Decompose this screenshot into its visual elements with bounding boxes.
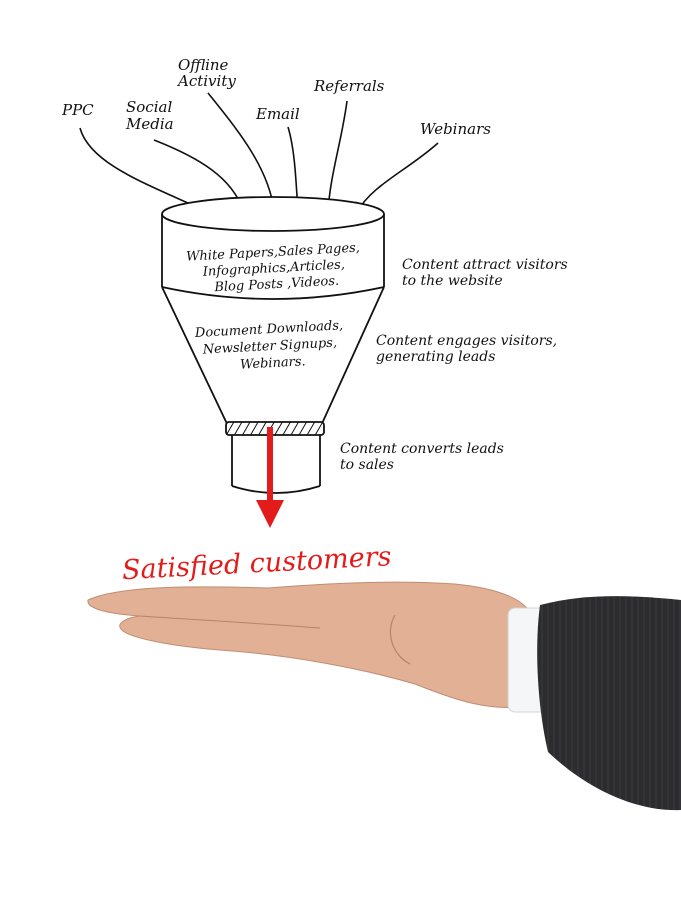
funnel-divider: [161, 286, 385, 300]
funnel-top-text: White Papers,Sales Pages, Infographics,A…: [186, 240, 366, 296]
source-labels: PPC Social Media Offline Activity Email …: [61, 56, 491, 138]
source-label-social-media: Social Media: [125, 98, 177, 133]
jacket-sleeve: [537, 596, 681, 811]
stage-label-attract: Content attract visitors to the website: [402, 257, 572, 289]
result-headline: Satisfied customers: [121, 541, 392, 586]
arrow-referrals: [328, 100, 348, 212]
funnel: [161, 196, 385, 494]
funnel-rim: [161, 196, 385, 232]
source-label-ppc: PPC: [61, 101, 94, 119]
hand-illustration: [87, 581, 681, 811]
source-label-webinars: Webinars: [420, 120, 491, 138]
arrow-webinars: [357, 142, 439, 212]
source-label-referrals: Referrals: [313, 77, 385, 95]
funnel-thread: [225, 421, 325, 436]
palm: [87, 581, 531, 709]
stage-label-engage: Content engages visitors, generating lea…: [376, 333, 562, 365]
red-down-arrow: [256, 427, 284, 528]
source-label-offline-activity: Offline Activity: [176, 56, 236, 90]
source-label-email: Email: [255, 105, 300, 123]
funnel-spout: [231, 485, 321, 494]
arrow-offline-activity: [207, 92, 274, 210]
stage-label-convert: Content converts leads to sales: [340, 441, 508, 473]
arrow-ppc: [79, 127, 210, 213]
funnel-middle-text: Document Downloads, Newsletter Signups, …: [194, 318, 350, 375]
